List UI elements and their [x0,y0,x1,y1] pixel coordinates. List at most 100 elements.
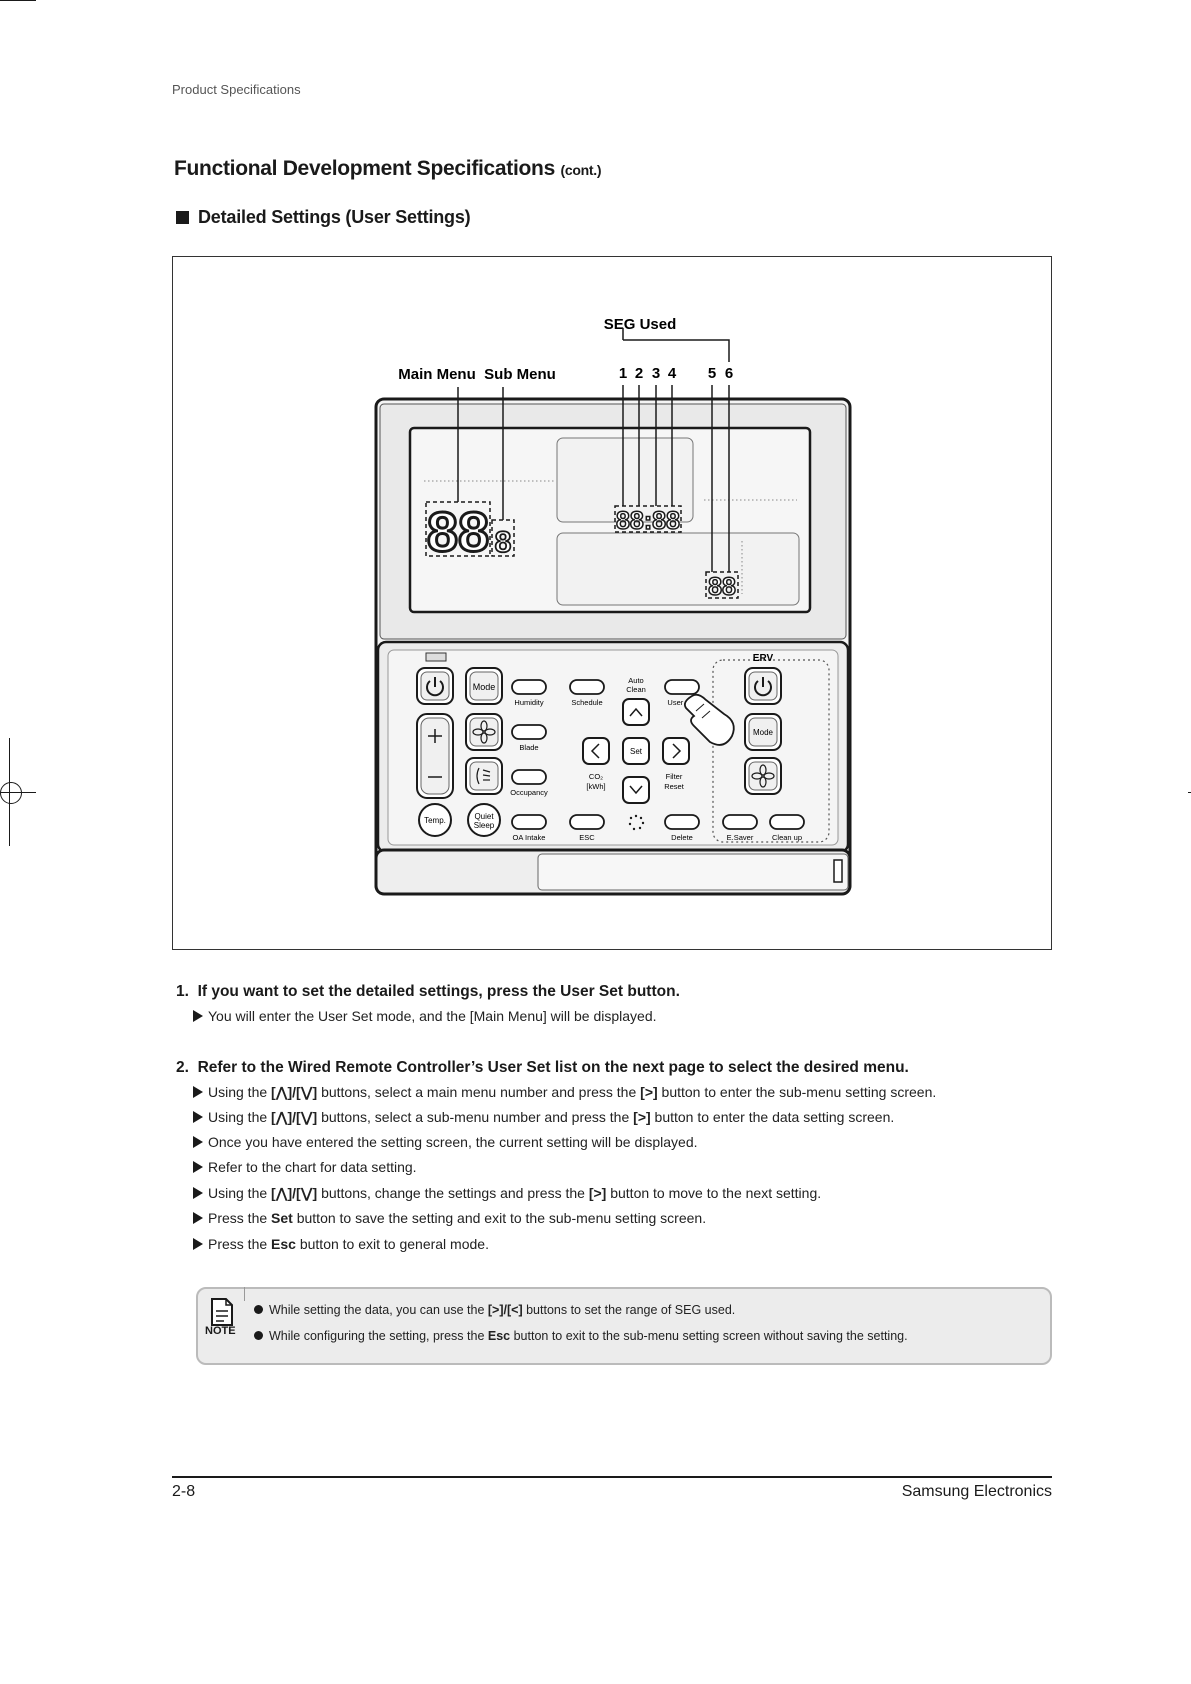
delete-button[interactable]: Delete [664,814,700,842]
oa-intake-label: OA Intake [513,833,546,842]
seg-number: 1 [619,365,627,382]
esaver-label: E.Saver [727,833,754,842]
step-text: If you want to set the detailed settings… [197,983,561,1000]
filter-reset-label: Reset [664,782,685,791]
power-button[interactable] [416,667,454,705]
step-text: button. [623,983,680,1000]
seg-number: 5 [708,365,716,382]
blade-button[interactable]: Blade [511,724,547,752]
step-number: 2. [176,1059,189,1076]
power-icon [754,677,772,697]
plus-icon [428,729,442,743]
section-heading-text: Detailed Settings (User Settings) [198,207,471,227]
humidity-button[interactable]: Humidity [511,679,547,707]
note-divider [244,1287,245,1301]
esc-button[interactable]: ESC [569,814,605,842]
esc-label: ESC [579,833,595,842]
step-2-bullet-3: Once you have entered the setting screen… [193,1134,698,1150]
down-button[interactable] [622,776,650,804]
up-button[interactable] [622,698,650,726]
title-suffix: (cont.) [560,162,602,178]
right-button[interactable] [662,737,690,765]
erv-mode-button[interactable]: Mode [744,713,782,751]
step-2-bullet-1: Using the [⋀]/[⋁] buttons, select a main… [193,1084,936,1101]
user-set-label: User Set [667,698,697,707]
temperature-rocker[interactable] [416,713,454,799]
step-number: 1. [176,983,189,1000]
triangle-bullet-icon [193,1136,203,1148]
user-set-button[interactable]: User Set [664,679,700,707]
triangle-bullet-icon [193,1010,203,1022]
triangle-bullet-icon [193,1238,203,1250]
auto-clean-label: Auto [628,676,643,685]
oa-intake-button[interactable]: OA Intake [511,814,547,842]
esaver-button[interactable]: E.Saver [722,814,758,842]
note-label: NOTE [205,1325,236,1337]
title-main: Functional Development Specifications [174,157,555,180]
fan-button[interactable] [465,713,503,751]
square-bullet-icon [176,211,189,224]
mode-button[interactable]: Mode [465,667,503,705]
humidity-label: Humidity [514,698,543,707]
registration-mark [0,782,22,804]
left-button[interactable] [582,737,610,765]
temp-button[interactable]: Temp. [418,803,452,837]
seg-used-label: SEG Used [604,316,677,333]
blade-label: Blade [519,743,538,752]
footer-company: Samsung Electronics [901,1483,1052,1500]
seg-number: 3 [652,365,660,382]
fan-icon [472,720,496,744]
schedule-button[interactable]: Schedule [569,679,605,707]
temp-label: Temp. [424,816,446,825]
figure-frame [172,256,1052,950]
page-number: 2-8 [172,1483,196,1500]
dot-bullet-icon [254,1305,263,1314]
schedule-label: Schedule [571,698,602,707]
erv-mode-label: Mode [753,728,774,737]
note-line-2: While configuring the setting, press the… [254,1329,908,1343]
pointing-hand-icon [683,693,735,746]
auto-clean-label: Clean [626,685,646,694]
seg-top-digits: 88:88 [616,507,680,535]
receiver-dots-icon [628,814,645,831]
swing-button[interactable] [465,757,503,795]
step-text: Refer to the Wired Remote Controller’s U… [197,1059,909,1076]
step-2-bullet-6: Press the Set button to save the setting… [193,1210,706,1226]
clean-up-label: Clean up [772,833,802,842]
step-2: 2. Refer to the Wired Remote Controller’… [176,1059,909,1077]
step-1-bullet-1: You will enter the User Set mode, and th… [193,1008,657,1024]
erv-label: ERV [753,653,774,664]
chevron-left-icon [590,743,600,759]
set-button[interactable]: Set [622,737,650,765]
step-2-bullet-7: Press the Esc button to exit to general … [193,1236,489,1252]
triangle-bullet-icon [193,1212,203,1224]
step-2-bullet-2: Using the [⋀]/[⋁] buttons, select a sub-… [193,1109,894,1126]
triangle-bullet-icon [193,1111,203,1123]
seg-number: 4 [668,365,677,382]
quiet-sleep-button[interactable]: Quiet Sleep [467,803,501,837]
sub-menu-digit: 8 [495,526,512,559]
seg-bottom-digits: 88 [708,573,736,601]
step-bold: User Set [560,983,624,1000]
mode-label: Mode [473,682,496,692]
step-2-bullet-4: Refer to the chart for data setting. [193,1159,417,1175]
occupancy-label: Occupancy [510,788,548,797]
step-1: 1. If you want to set the detailed setti… [176,983,680,1001]
co2-label: CO₂ [589,772,603,781]
set-label: Set [630,747,643,756]
fan-icon [751,764,775,788]
remote-controller-figure: SEG Used Main Menu Sub Menu 1 2 3 4 5 6 … [374,316,852,896]
occupancy-button[interactable]: Occupancy [510,769,548,797]
seg-number: 6 [725,365,733,382]
triangle-bullet-icon [193,1187,203,1199]
footer-rule [172,1476,1052,1478]
erv-fan-button[interactable] [744,757,782,795]
clean-up-button[interactable]: Clean up [769,814,805,842]
triangle-bullet-icon [193,1161,203,1173]
kwh-label: [kWh] [586,782,605,791]
erv-power-button[interactable] [744,667,782,705]
sub-menu-label: Sub Menu [484,366,556,383]
filter-reset-label: Filter [666,772,683,781]
delete-label: Delete [671,833,693,842]
crop-mark [0,0,36,1]
